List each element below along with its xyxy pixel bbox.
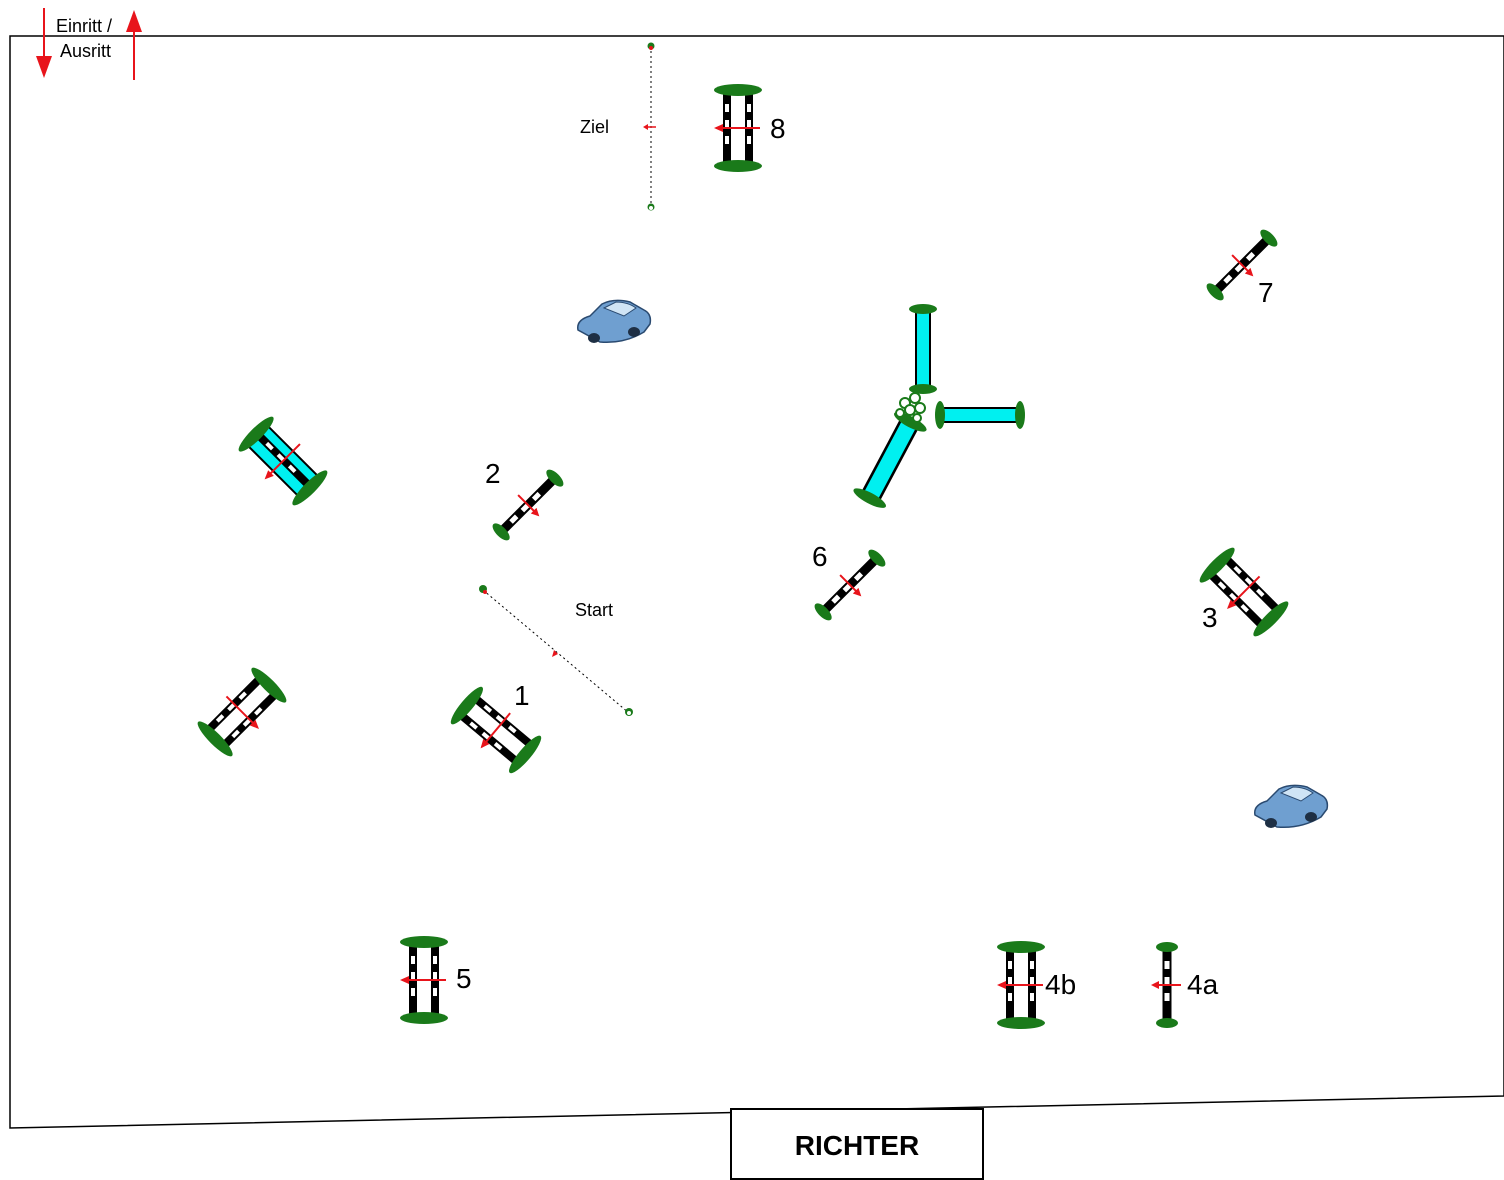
obstacle-2-number: 2 <box>485 458 501 489</box>
judge-box: RICHTER <box>730 1108 984 1180</box>
obstacle-7-number: 7 <box>1258 277 1274 308</box>
obstacle-1 <box>445 682 547 778</box>
obstacle-water-oxer <box>232 411 333 512</box>
obstacle-4a <box>1150 941 1182 1029</box>
obstacle-6-number: 6 <box>812 541 828 572</box>
start-label: Start <box>575 600 613 620</box>
obstacle-8 <box>713 83 763 173</box>
obstacle-8-number: 8 <box>770 113 786 144</box>
center-wall-group <box>849 303 1026 513</box>
entrance-label-line2: Ausritt <box>60 41 111 61</box>
obstacle-4b-number: 4b <box>1045 969 1076 1000</box>
obstacle-4a-number: 4a <box>1187 969 1219 1000</box>
car-icon-lower <box>1254 784 1329 829</box>
entrance-arrows <box>36 8 142 80</box>
finish-label: Ziel <box>580 117 609 137</box>
obstacle-5-number: 5 <box>456 963 472 994</box>
finish-line <box>643 42 656 211</box>
obstacle-unnumbered-oxer <box>192 662 292 762</box>
obstacle-4b <box>996 940 1046 1030</box>
start-line <box>479 585 633 716</box>
car-icon-upper <box>577 299 652 344</box>
arena-outline <box>9 35 1504 1129</box>
judge-label: RICHTER <box>794 1130 920 1161</box>
obstacle-3-number: 3 <box>1202 602 1218 633</box>
obstacle-5 <box>399 935 449 1025</box>
entrance-label-line1: Einritt / <box>56 16 112 36</box>
obstacle-1-number: 1 <box>514 680 530 711</box>
